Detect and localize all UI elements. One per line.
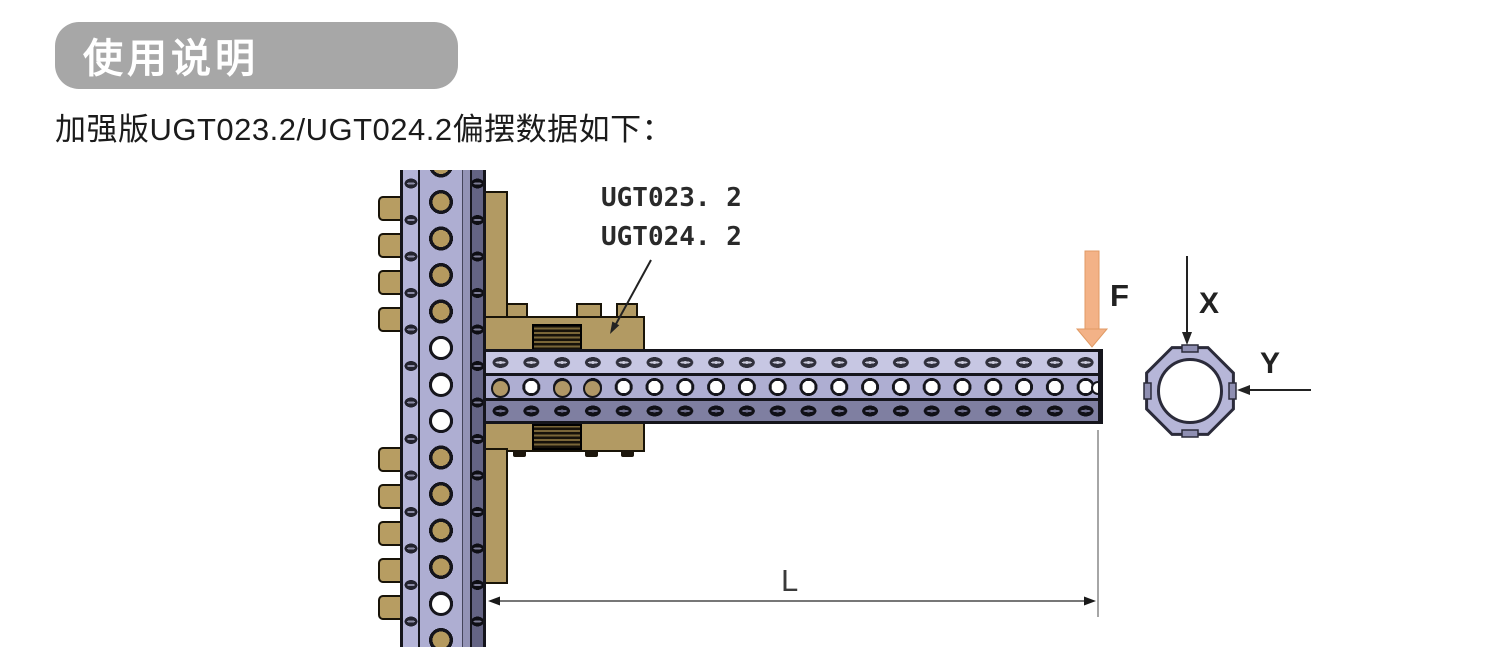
beam-hole [429, 591, 453, 616]
octagon-notch [1181, 344, 1199, 353]
vertical-beam-shade-strip [462, 170, 470, 647]
part-label-ugt023: UGT023. 2 [601, 183, 742, 213]
beam-hole [583, 378, 603, 398]
vertical-beam-face [420, 170, 462, 647]
horizontal-beam [483, 349, 1103, 424]
bracket-nub [513, 450, 526, 457]
beam-hole [429, 372, 453, 397]
octagon-notch [1228, 382, 1237, 400]
beam-hole [491, 378, 510, 398]
beam-hole [429, 336, 453, 360]
vertical-beam-left-strip [400, 170, 420, 647]
x-axis-label: X [1199, 287, 1220, 320]
horizontal-beam-top-band [486, 352, 1098, 376]
octagon-cross-section [1143, 344, 1237, 438]
bracket-nub [585, 450, 598, 457]
beam-end-notch [1091, 381, 1098, 395]
bracket-bottom-threads [532, 424, 582, 450]
beam-hole [552, 378, 572, 398]
part-label-ugt024: UGT024. 2 [601, 222, 742, 252]
octagon-notch [1143, 382, 1152, 400]
force-arrow [1075, 250, 1109, 348]
bracket-top-threads [532, 324, 582, 352]
y-axis-label: Y [1260, 347, 1281, 380]
part-labels: UGT023. 2 UGT024. 2 [601, 179, 742, 257]
vertical-beam [400, 170, 486, 647]
section-header-badge: 使用说明 [55, 22, 458, 89]
octagon-notch [1181, 429, 1199, 438]
bracket-nub [621, 450, 634, 457]
horizontal-beam-hole-band [486, 376, 1098, 401]
length-label: L [781, 563, 799, 598]
section-header-label: 使用说明 [83, 36, 259, 81]
horizontal-beam-bottom-band [486, 401, 1098, 421]
y-axis-arrow [1237, 385, 1311, 395]
x-axis-arrow [1182, 256, 1192, 345]
intro-text: 加强版UGT023.2/UGT024.2偏摆数据如下： [55, 112, 674, 147]
force-label: F [1110, 278, 1129, 313]
beam-hole [429, 409, 453, 433]
